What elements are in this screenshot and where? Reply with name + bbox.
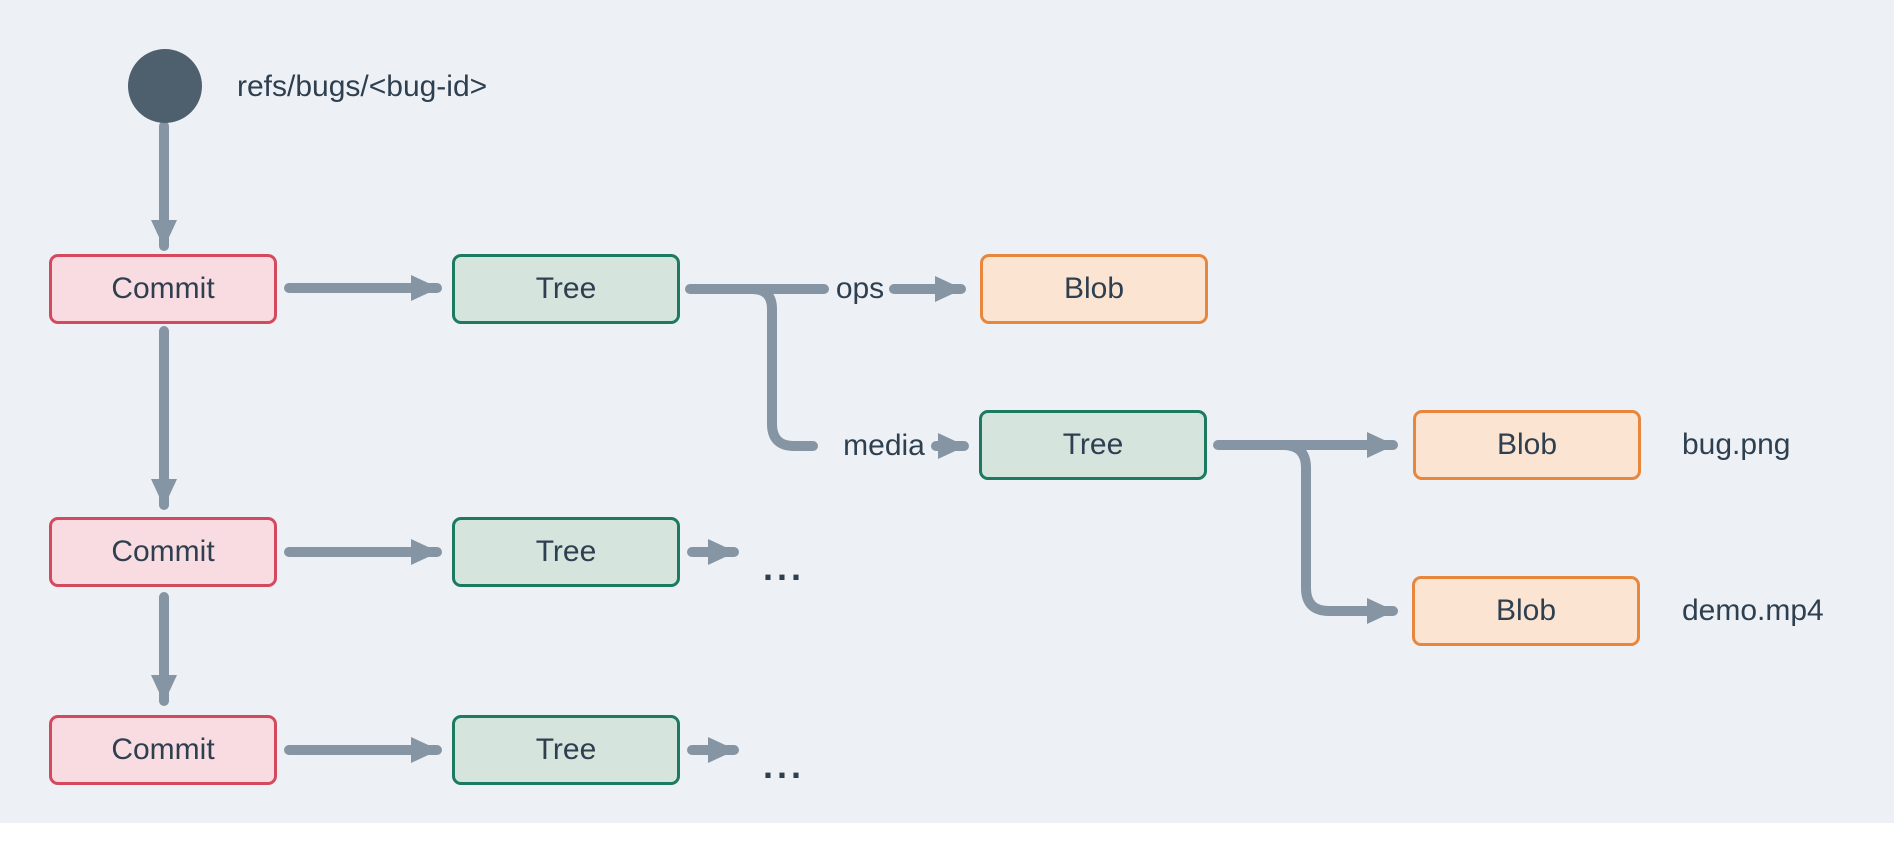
ref-label: refs/bugs/<bug-id> [237,70,488,103]
ellipsis-row3: ... [763,745,806,786]
ellipsis-row2: ... [763,547,806,588]
node-blob-bug-label: Blob [1496,428,1558,461]
node-blob-bug: Blob [1413,410,1641,480]
node-tree-row3: Tree [452,715,680,785]
node-blob-demo-label: Blob [1495,594,1557,627]
file-label-bug-png: bug.png [1682,428,1791,461]
page-footer-strip [0,823,1894,844]
node-commit-2: Commit [49,517,277,587]
ref-node-circle [128,49,202,123]
node-tree-root-label: Tree [535,272,597,305]
node-tree-media: Tree [979,410,1207,480]
node-commit-1: Commit [49,254,277,324]
edge-label-media: media [839,429,929,463]
node-blob-demo: Blob [1412,576,1640,646]
node-commit-3-label: Commit [111,733,215,766]
node-tree-root: Tree [452,254,680,324]
arrow-branch-to-blob-demo [1278,440,1398,624]
line-branch-to-media [747,284,818,451]
node-tree-row2-label: Tree [535,535,597,568]
edge-label-ops: ops [831,272,889,306]
node-tree-row2: Tree [452,517,680,587]
node-tree-media-label: Tree [1062,428,1124,461]
node-commit-3: Commit [49,715,277,785]
node-tree-row3-label: Tree [535,733,597,766]
file-label-demo-mp4: demo.mp4 [1682,594,1824,627]
node-blob-ops: Blob [980,254,1208,324]
node-blob-ops-label: Blob [1063,272,1125,305]
node-commit-1-label: Commit [111,272,215,305]
node-commit-2-label: Commit [111,535,215,568]
